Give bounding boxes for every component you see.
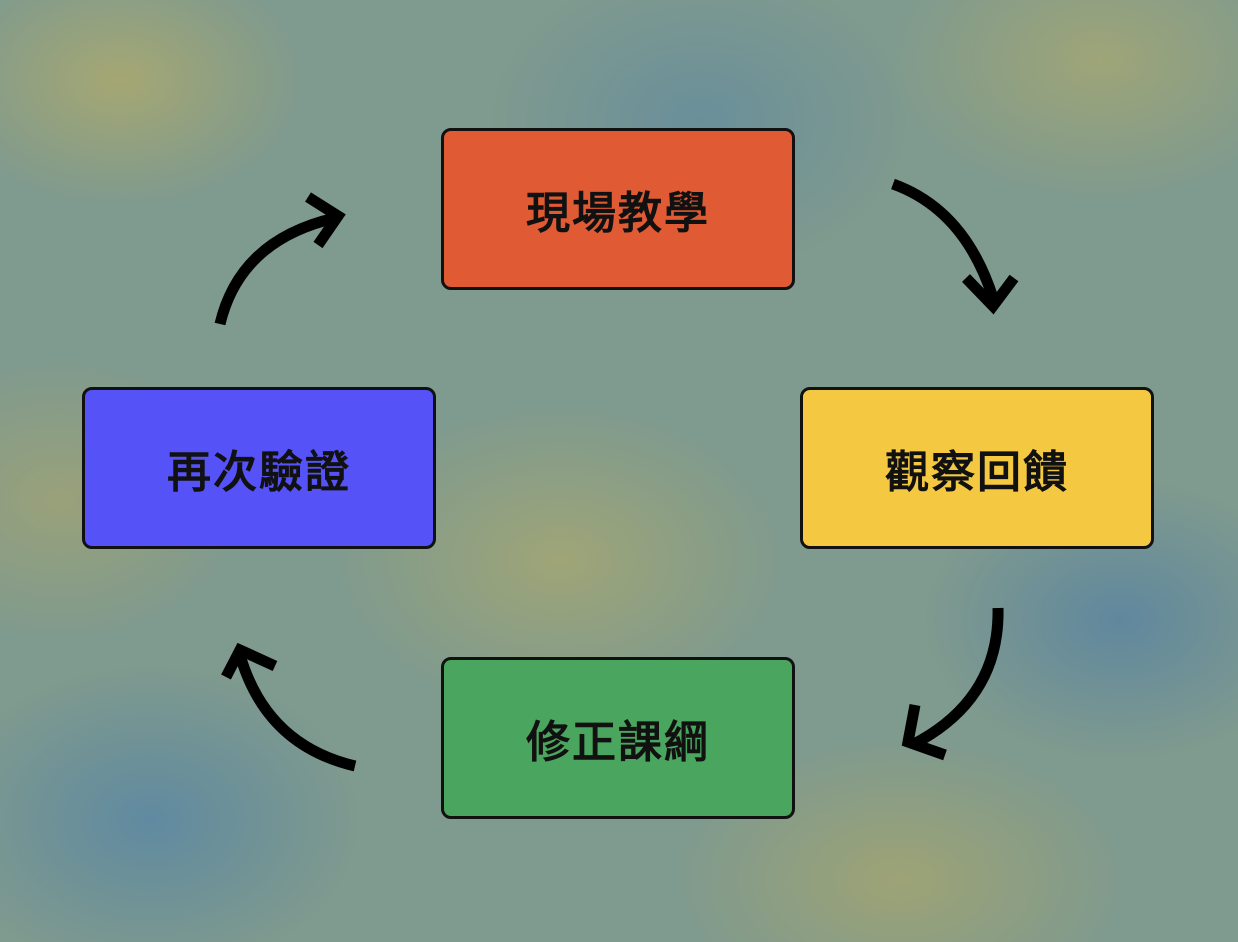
node-verify-label: 再次驗證	[167, 447, 351, 498]
node-revise: 修正課綱	[441, 657, 795, 819]
arrow-feedback-to-revise	[901, 607, 1004, 761]
node-revise-label: 修正課綱	[526, 717, 710, 768]
node-teaching: 現場教學	[441, 128, 795, 290]
arrow-teaching-to-feedback	[891, 178, 1019, 315]
node-verify: 再次驗證	[82, 387, 436, 549]
node-teaching-label: 現場教學	[526, 188, 710, 239]
node-feedback-label: 觀察回饋	[885, 447, 1069, 498]
node-feedback: 觀察回饋	[800, 387, 1154, 549]
arrow-revise-to-verify	[221, 642, 357, 772]
arrow-verify-to-teaching	[214, 192, 346, 326]
